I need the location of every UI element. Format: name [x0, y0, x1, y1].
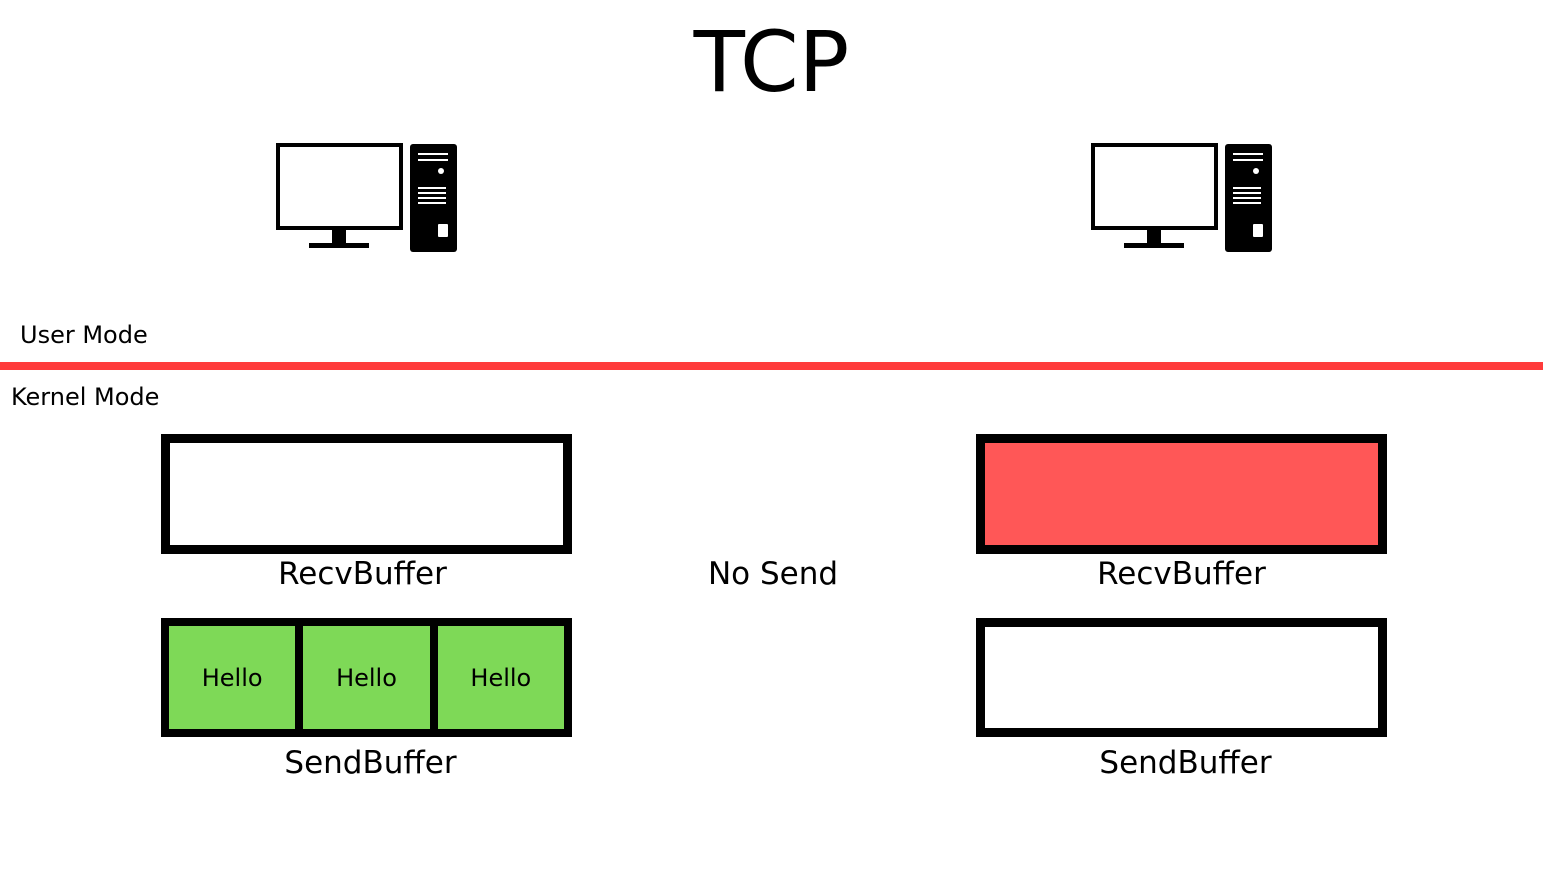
right-send-buffer: [976, 618, 1387, 737]
left-recv-buffer-label: RecvBuffer: [278, 556, 447, 592]
right-send-buffer-label: SendBuffer: [1099, 745, 1272, 781]
computer-icon-right: [1091, 143, 1272, 252]
send-message: Hello: [303, 626, 430, 729]
user-mode-label: User Mode: [20, 321, 148, 349]
left-send-buffer-label: SendBuffer: [284, 745, 457, 781]
computer-icon-left: [276, 143, 457, 252]
right-recv-buffer: [976, 434, 1387, 554]
page-title: TCP: [693, 13, 850, 111]
left-send-buffer: Hello Hello Hello: [161, 618, 572, 737]
right-recv-buffer-label: RecvBuffer: [1097, 556, 1266, 592]
send-message: Hello: [169, 626, 296, 729]
user-kernel-divider: [0, 362, 1543, 370]
left-recv-buffer: [161, 434, 572, 554]
no-send-status: No Send: [707, 556, 839, 592]
send-message: Hello: [437, 626, 564, 729]
kernel-mode-label: Kernel Mode: [11, 383, 160, 411]
